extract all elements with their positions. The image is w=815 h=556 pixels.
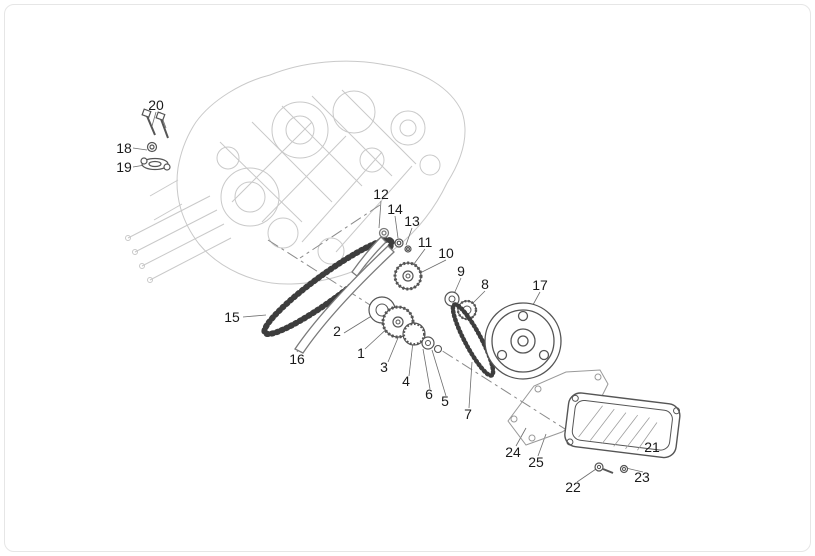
callout-17: 17 <box>532 277 548 293</box>
strainer-bolt-and-washer <box>594 462 629 474</box>
callout-25: 25 <box>528 454 544 470</box>
callout-24: 24 <box>505 444 521 460</box>
callout-16: 16 <box>289 351 305 367</box>
callout-23: 23 <box>634 469 650 485</box>
callout-4: 4 <box>402 373 410 389</box>
callout-7: 7 <box>464 406 472 422</box>
callout-6: 6 <box>425 386 433 402</box>
callout-21: 21 <box>644 439 660 455</box>
callout-1: 1 <box>357 345 365 361</box>
callout-18: 18 <box>116 140 132 156</box>
oil-pump-gears <box>368 296 443 354</box>
callout-14: 14 <box>387 201 403 217</box>
callout-15: 15 <box>224 309 240 325</box>
engine-crankcase-outline <box>125 60 466 285</box>
oil-strainer <box>564 392 681 459</box>
breather-flange-assembly <box>140 108 171 171</box>
chain-guide-blades <box>294 227 395 354</box>
timing-chain <box>261 236 395 338</box>
callout-2: 2 <box>333 323 341 339</box>
callout-20: 20 <box>148 97 164 113</box>
callout-22: 22 <box>565 479 581 495</box>
callout-19: 19 <box>116 159 132 175</box>
callout-10: 10 <box>438 245 454 261</box>
pump-cover <box>484 302 562 380</box>
callout-12: 12 <box>373 186 389 202</box>
callout-8: 8 <box>481 276 489 292</box>
camshaft-sprocket <box>393 261 423 291</box>
callout-3: 3 <box>380 359 388 375</box>
callout-13: 13 <box>404 213 420 229</box>
callout-9: 9 <box>457 263 465 279</box>
oil-pump-chain <box>450 302 496 378</box>
callout-11: 11 <box>417 234 433 250</box>
washer-and-bolt <box>394 238 412 253</box>
callout-5: 5 <box>441 393 449 409</box>
